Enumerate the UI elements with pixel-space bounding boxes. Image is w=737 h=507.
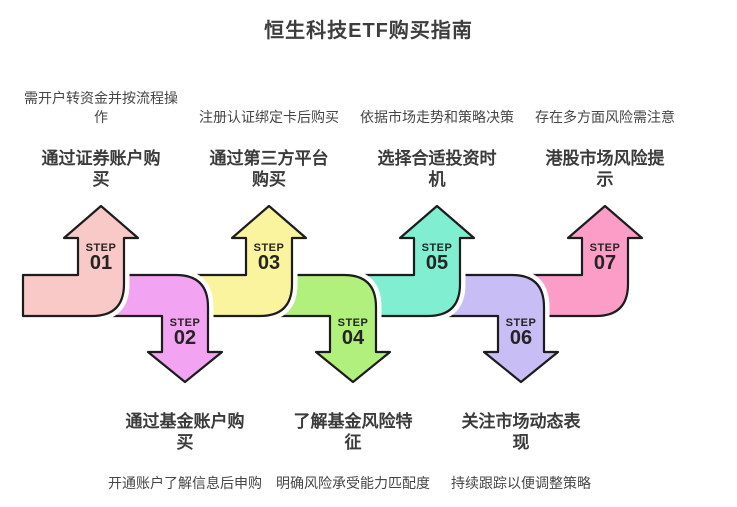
- step-4-text-block: 了解基金风险特 征 明确风险承受能力匹配度: [265, 393, 441, 507]
- step-5-title: 选择合适投资时 机: [377, 149, 497, 189]
- step-4-description: 明确风险承受能力匹配度: [276, 475, 430, 491]
- step-6-text-block: 关注市场动态表 现 持续跟踪以便调整策略: [433, 393, 609, 507]
- step-2-badge-word: STEP: [169, 317, 201, 329]
- step-3-description: 注册认证绑定卡后购买: [199, 109, 339, 125]
- step-1-title: 通过证券账户购 买: [41, 149, 161, 189]
- step-4-badge-word: STEP: [337, 317, 369, 329]
- step-6-badge-word: STEP: [505, 317, 537, 329]
- step-2-description: 开通账户了解信息后申购: [108, 475, 262, 491]
- step-3-badge-number: 03: [257, 252, 281, 274]
- step-6-badge: STEP 06: [489, 317, 553, 349]
- step-4-title: 了解基金风险特 征: [293, 412, 413, 452]
- step-7-badge-number: 07: [593, 252, 617, 274]
- step-6-description: 持续跟踪以便调整策略: [451, 475, 591, 491]
- step-2-title: 通过基金账户购 买: [125, 412, 245, 452]
- step-7-title: 港股市场风险提 示: [545, 149, 665, 189]
- step-7-badge: STEP 07: [573, 242, 637, 274]
- step-5-badge-number: 05: [425, 252, 449, 274]
- step-6-badge-number: 06: [509, 327, 533, 349]
- step-2-badge-number: 02: [173, 327, 197, 349]
- step-2-badge: STEP 02: [153, 317, 217, 349]
- step-3-text-block: 注册认证绑定卡后购买 通过第三方平台 购买: [181, 90, 357, 208]
- step-3-badge-word: STEP: [253, 242, 285, 254]
- step-1-ribbon: [21, 204, 140, 318]
- step-3-title: 通过第三方平台 购买: [209, 149, 329, 189]
- step-2-text-block: 通过基金账户购 买 开通账户了解信息后申购: [97, 393, 273, 507]
- step-7-badge-word: STEP: [589, 242, 621, 254]
- step-1-badge: STEP 01: [69, 242, 133, 274]
- step-segment-1: [17, 200, 144, 322]
- step-1-text-block: 需开户转资金并按流程操 作 通过证券账户购 买: [13, 71, 189, 208]
- step-5-badge: STEP 05: [405, 242, 469, 274]
- step-5-description: 依据市场走势和策略决策: [360, 109, 514, 125]
- step-3-badge: STEP 03: [237, 242, 301, 274]
- step-4-badge: STEP 04: [321, 317, 385, 349]
- step-1-badge-word: STEP: [85, 242, 117, 254]
- step-4-badge-number: 04: [341, 327, 365, 349]
- step-1-badge-number: 01: [89, 252, 113, 274]
- step-5-badge-word: STEP: [421, 242, 453, 254]
- step-7-description: 存在多方面风险需注意: [535, 109, 675, 125]
- page-title: 恒生科技ETF购买指南: [264, 20, 473, 42]
- step-5-text-block: 依据市场走势和策略决策 选择合适投资时 机: [349, 90, 525, 208]
- step-6-title: 关注市场动态表 现: [461, 412, 581, 452]
- step-7-text-block: 存在多方面风险需注意 港股市场风险提 示: [517, 90, 693, 208]
- step-1-description: 需开户转资金并按流程操 作: [24, 90, 178, 125]
